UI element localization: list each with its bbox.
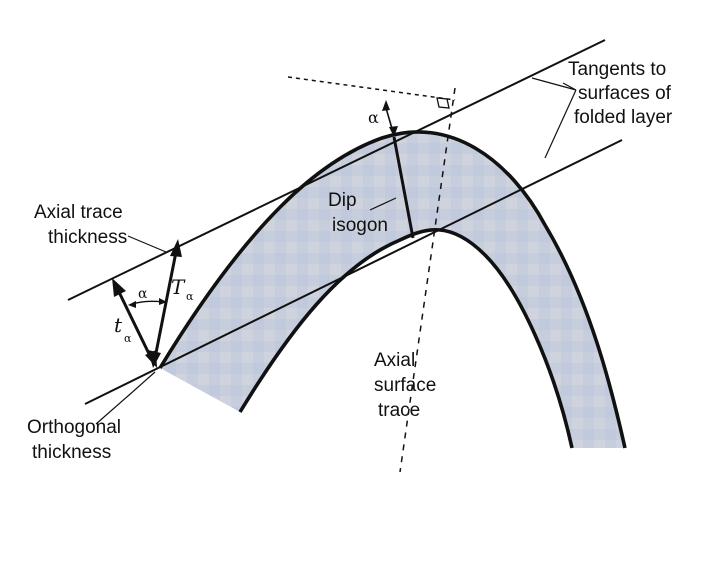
orthogonal-thickness-arrow-shaft (116, 289, 154, 361)
axial-thickness-symbol: T (171, 275, 186, 299)
top-alpha-label: α (368, 108, 379, 127)
upper-tangent-line (67, 39, 606, 301)
thickness-alpha-label: α (138, 286, 148, 302)
axial-trace-thickness-label-line1: Axial trace (34, 202, 123, 223)
axial-trace-thickness-label-line2: thickness (48, 227, 127, 248)
axial-surface-trace-label-line2: surface (374, 375, 436, 396)
tangents-label-line3: folded layer (574, 107, 673, 128)
axial-thickness-arrow-shaft (153, 251, 178, 359)
dip-isogon-leader (369, 197, 397, 211)
orthogonal-thickness-leader (95, 371, 156, 425)
axial-surface-trace-dashed (399, 87, 456, 473)
axial-surface-trace-label-line3: trace (378, 400, 420, 421)
layer-upper-surface (158, 130, 627, 449)
dip-isogon-line (392, 136, 415, 239)
axial-thickness-arrowhead-top (170, 239, 182, 257)
orthogonal-thickness-subscript: α (124, 332, 132, 345)
dip-isogon-label-line2: isogon (332, 215, 388, 236)
tangents-label-line1: Tangents to (568, 59, 666, 80)
orthogonal-thickness-label-line1: Orthogonal (27, 417, 121, 438)
orthogonal-thickness-symbol: t (114, 313, 123, 337)
top-angle-arrowhead-down (389, 126, 398, 137)
tangents-bracket (531, 77, 577, 159)
axial-thickness-subscript: α (186, 290, 194, 303)
thickness-angle-arrowhead-left (128, 301, 136, 308)
tangents-label-line2: surfaces of (578, 83, 672, 104)
layer-lower-surface (238, 227, 574, 449)
folded-layer (160, 131, 625, 448)
lower-tangent-line (84, 139, 623, 405)
axial-trace-thickness-leader (127, 235, 167, 253)
orthogonal-thickness-label-line2: thickness (32, 442, 111, 463)
right-angle-mark (436, 97, 450, 109)
dip-isogon-label-line1: Dip (328, 190, 357, 211)
orthogonal-thickness-arrowhead-bottom (145, 350, 157, 368)
horizontal-reference-dashed (287, 76, 456, 101)
orthogonal-thickness-arrowhead-top (112, 278, 126, 297)
thickness-angle-arc (131, 300, 164, 305)
axial-surface-trace-label-line1: Axial (374, 350, 415, 371)
top-angle-arrowhead-up (382, 100, 390, 111)
thickness-angle-arrowhead-right (159, 298, 167, 305)
